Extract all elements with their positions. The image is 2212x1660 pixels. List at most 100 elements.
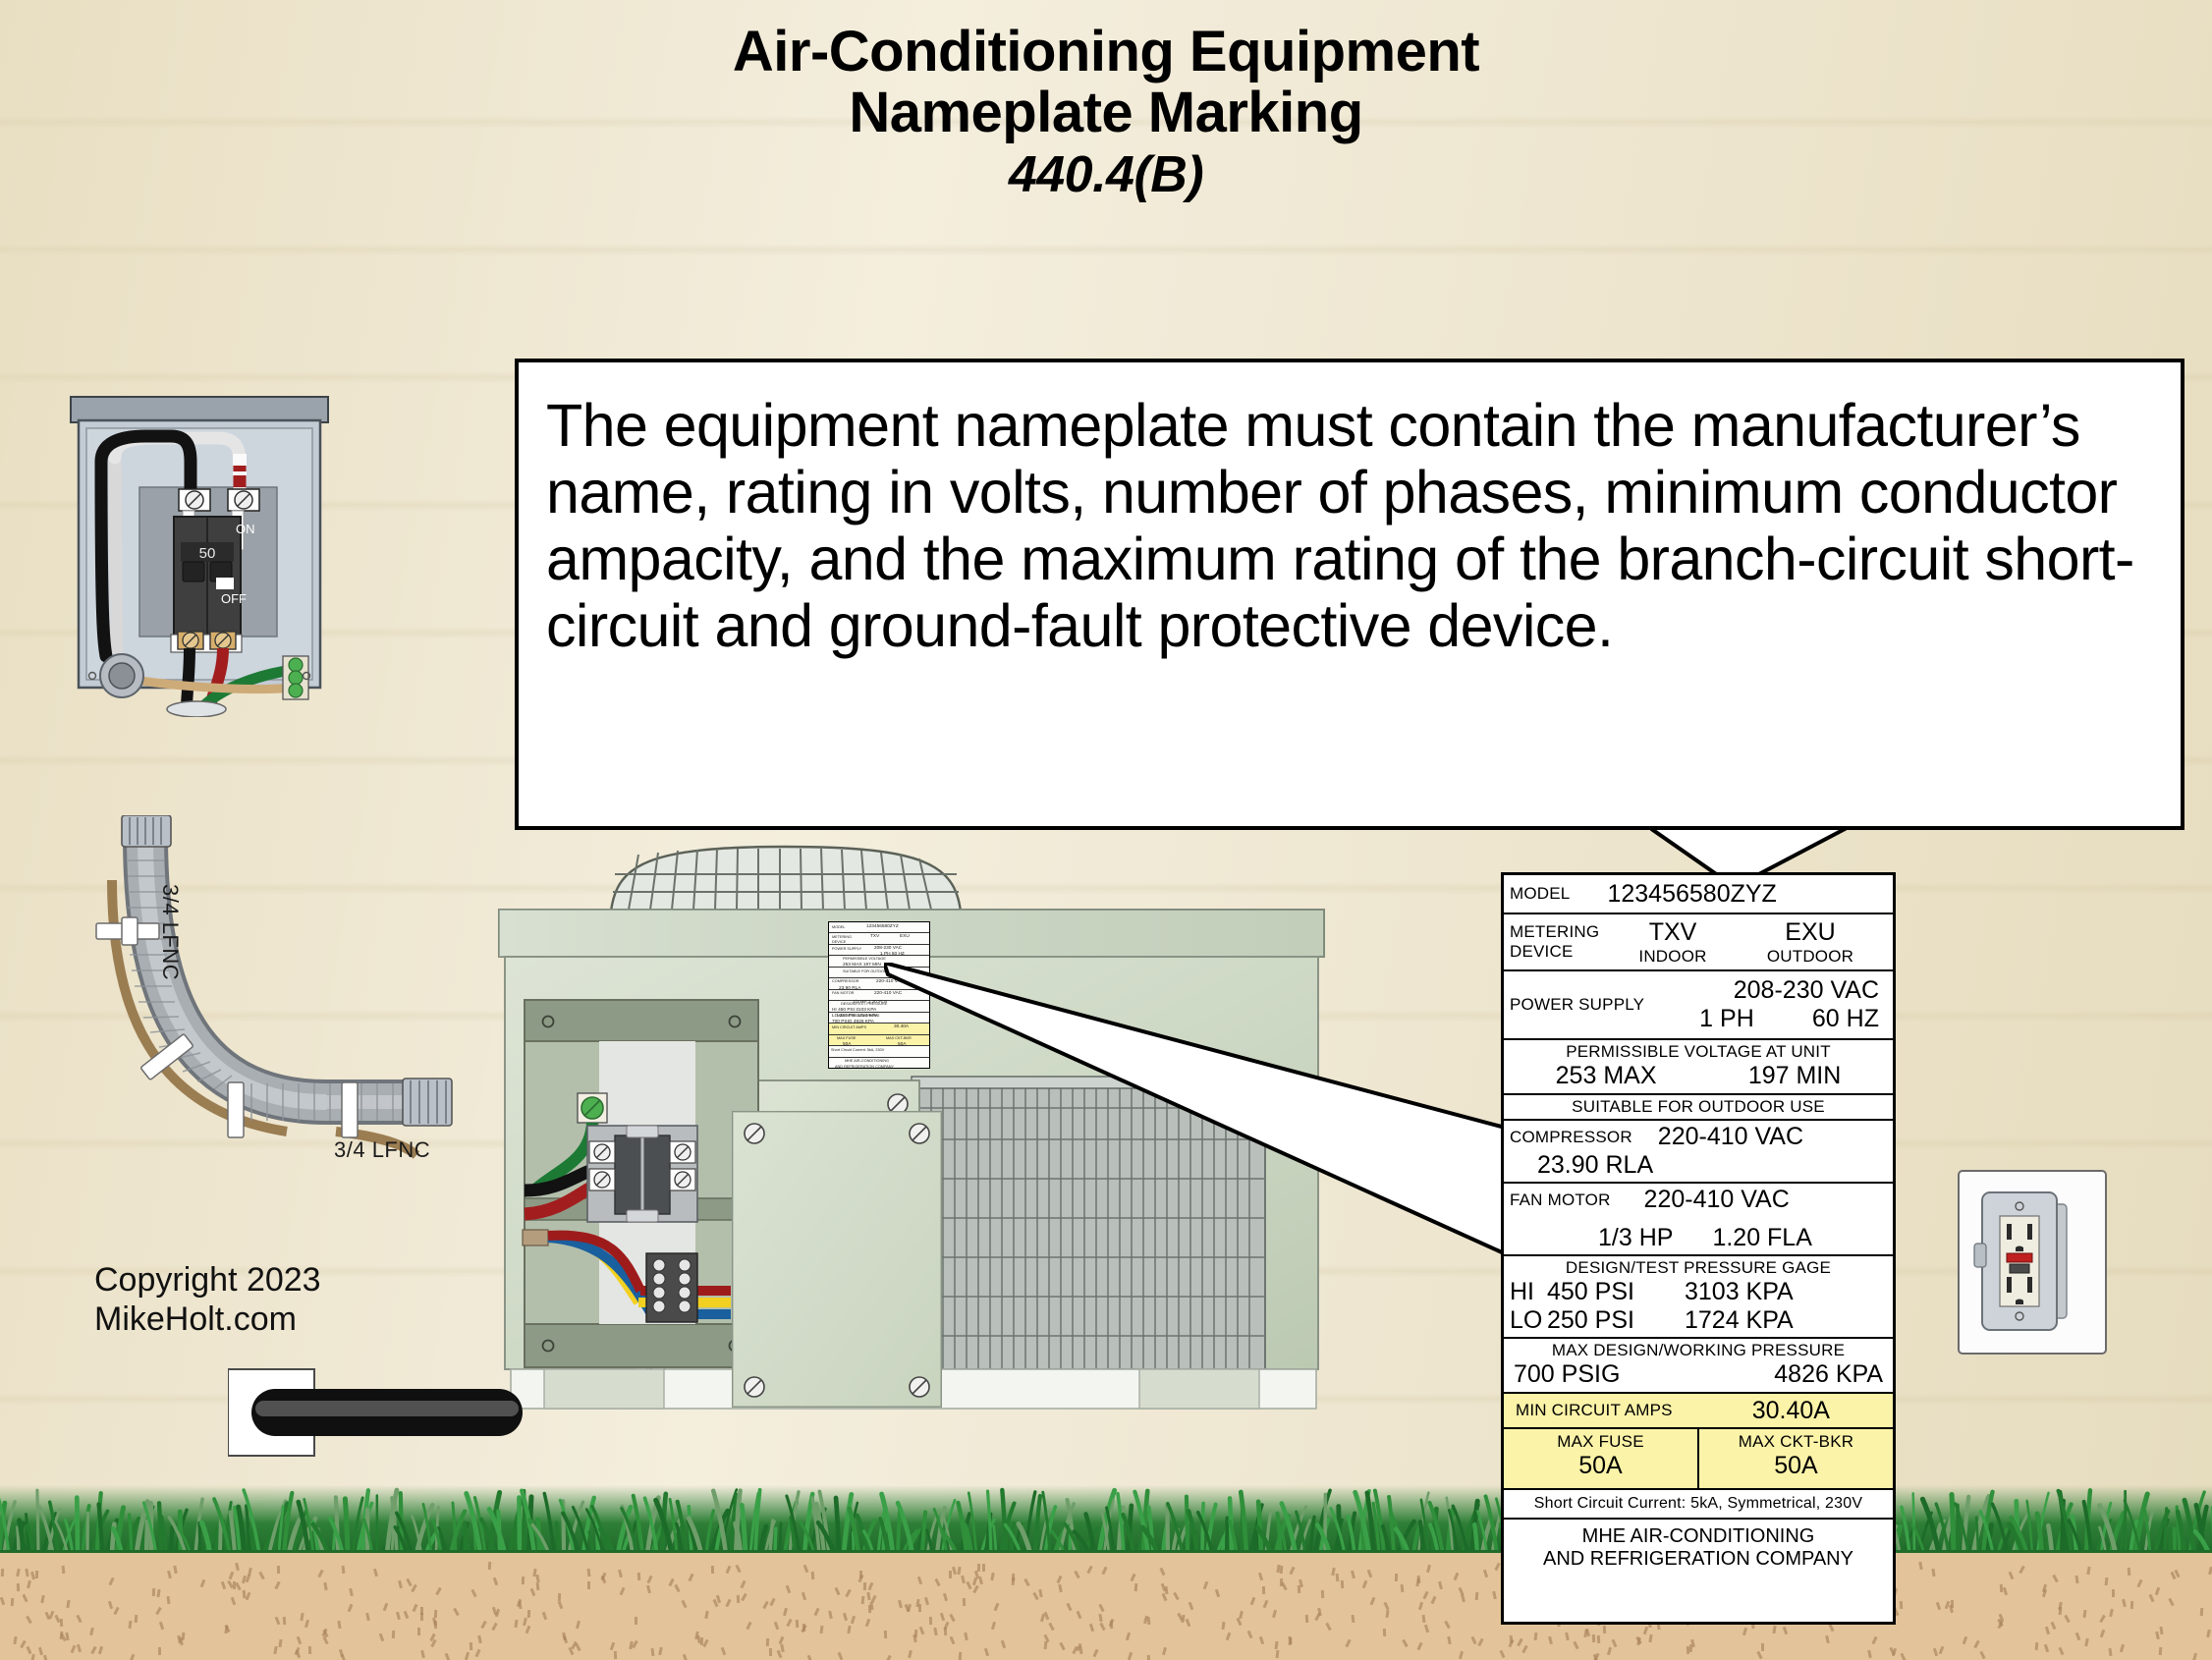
soil-speck [828, 1610, 833, 1620]
soil-speck [1938, 1645, 1945, 1655]
soil-speck [295, 1649, 302, 1659]
soil-speck [949, 1613, 956, 1623]
soil-speck [860, 1595, 865, 1605]
nameplate-row-short-circuit-current: Short Circuit Current: 5kA, Symmetrical,… [1504, 1490, 1893, 1520]
soil-speck [470, 1588, 477, 1598]
soil-speck [1288, 1636, 1293, 1646]
soil-speck [2136, 1578, 2143, 1588]
soil-speck [1225, 1632, 1232, 1641]
soil-speck [837, 1651, 844, 1660]
soil-speck [128, 1620, 133, 1630]
soil-speck [786, 1618, 793, 1628]
soil-speck [337, 1620, 342, 1630]
soil-speck [773, 1621, 780, 1631]
max-fuse-label: MAX FUSE [1557, 1432, 1644, 1451]
soil-speck [1304, 1614, 1309, 1624]
soil-speck [76, 1643, 83, 1653]
soil-speck [1074, 1570, 1080, 1579]
gfci-test-button [2006, 1252, 2033, 1263]
breaker-rating-label: 50 [199, 545, 216, 562]
soil-speck [1979, 1650, 1986, 1660]
soil-speck [307, 1645, 312, 1655]
soil-speck [521, 1576, 525, 1585]
soil-speck [274, 1580, 281, 1590]
soil-speck [2041, 1588, 2048, 1598]
soil-speck [1417, 1601, 1424, 1611]
soil-speck [1423, 1624, 1430, 1633]
soil-speck [129, 1653, 136, 1660]
soil-speck [906, 1603, 912, 1613]
breaker-off-label: OFF [221, 591, 247, 606]
soil-speck [1146, 1654, 1151, 1660]
soil-speck [735, 1564, 742, 1574]
soil-speck [420, 1649, 425, 1659]
refrigerant-line-set [227, 1365, 523, 1488]
soil-speck [89, 1627, 94, 1636]
soil-speck [1214, 1588, 1221, 1598]
soil-speck [70, 1644, 77, 1654]
soil-speck [951, 1566, 958, 1576]
soil-speck [1415, 1577, 1420, 1587]
soil-speck [382, 1602, 389, 1612]
soil-speck [2192, 1652, 2197, 1660]
soil-speck [1642, 1626, 1649, 1635]
metering-indoor-label: INDOOR [1638, 946, 1707, 966]
soil-speck [2108, 1647, 2113, 1657]
soil-speck [2154, 1586, 2161, 1596]
model-value: 123456580ZYZ [1607, 879, 1777, 908]
soil-speck [2168, 1597, 2175, 1607]
soil-speck [618, 1569, 623, 1578]
soil-speck [1239, 1610, 1244, 1620]
max-working-pressure-header: MAX DESIGN/WORKING PRESSURE [1551, 1341, 1846, 1359]
gfci-reset-button [2009, 1263, 2030, 1274]
pressure-hi-psi: 450 PSI [1547, 1278, 1634, 1305]
soil-speck [972, 1584, 979, 1594]
soil-speck [1351, 1570, 1355, 1579]
soil-speck [1076, 1610, 1082, 1620]
pressure-hi-label: HI [1510, 1278, 1534, 1305]
soil-speck [850, 1615, 857, 1625]
soil-speck [785, 1584, 792, 1594]
soil-speck [1086, 1565, 1093, 1575]
soil-speck [42, 1654, 49, 1660]
page-title: Air-Conditioning Equipment Nameplate Mar… [0, 21, 2212, 207]
soil-speck [97, 1645, 104, 1655]
power-supply-phase: 1 PH [1699, 1005, 1754, 1032]
title-code-reference: 440.4(B) [1008, 146, 1204, 204]
soil-speck [682, 1653, 689, 1660]
soil-speck [1345, 1638, 1352, 1648]
soil-speck [1430, 1595, 1437, 1605]
conduit-graphic [95, 814, 453, 1159]
soil-speck [1400, 1583, 1405, 1593]
disconnect-enclosure: 50 ON OFF [61, 393, 346, 722]
gfci-receptacle [1955, 1167, 2129, 1368]
soil-speck [613, 1650, 618, 1660]
soil-speck [34, 1570, 39, 1579]
soil-speck [1272, 1609, 1277, 1619]
soil-speck [276, 1565, 281, 1575]
soil-speck [1867, 1649, 1872, 1659]
soil-speck [2044, 1626, 2051, 1635]
soil-speck [862, 1581, 867, 1591]
max-working-kpa: 4826 KPA [1774, 1360, 1883, 1388]
soil-speck [1325, 1622, 1332, 1632]
soil-speck [134, 1614, 138, 1624]
soil-speck [2082, 1609, 2087, 1619]
soil-speck [1548, 1635, 1553, 1645]
soil-speck [2109, 1608, 2114, 1618]
soil-speck [847, 1625, 852, 1634]
soil-speck [1453, 1572, 1460, 1581]
soil-speck [372, 1568, 379, 1577]
soil-speck [444, 1652, 451, 1660]
soil-speck [2159, 1626, 2164, 1635]
soil-speck [10, 1597, 15, 1607]
metering-indoor-value: TXV [1648, 917, 1697, 946]
soil-speck [1891, 1647, 1898, 1657]
conduit-label-horizontal: 3/4 LFNC [334, 1137, 431, 1162]
soil-speck [966, 1580, 972, 1590]
soil-speck [529, 1587, 536, 1597]
soil-speck [1023, 1577, 1030, 1587]
soil-speck [1517, 1637, 1523, 1647]
soil-speck [1101, 1566, 1108, 1576]
